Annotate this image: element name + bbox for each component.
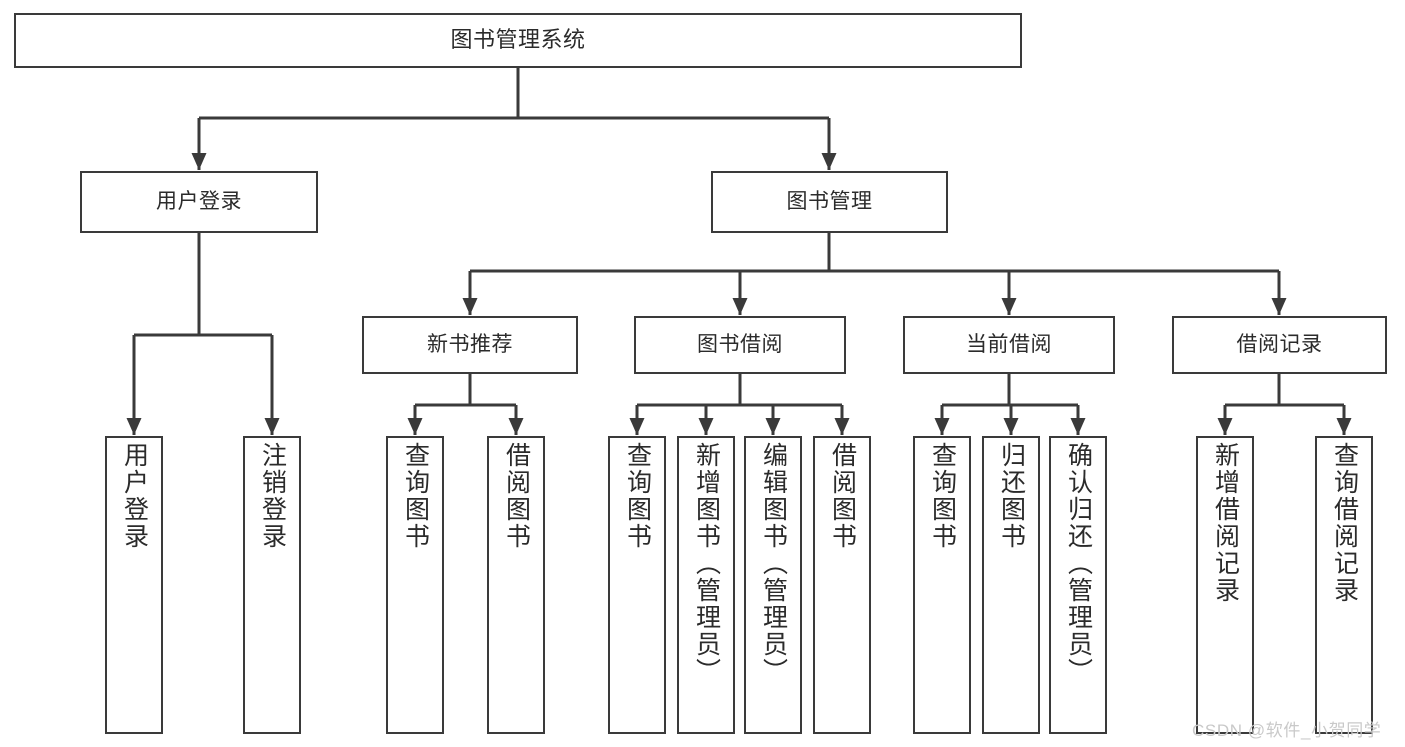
node-leaf-query-book-3[interactable]: 查询图书: [913, 436, 971, 734]
node-label: 查询图书: [401, 442, 430, 550]
arrowhead-icon: [1336, 418, 1352, 435]
arrowhead-icon: [407, 418, 423, 435]
node-leaf-confirm-return[interactable]: 确认归还（管理员）: [1049, 436, 1107, 734]
node-leaf-query-book-1[interactable]: 查询图书: [386, 436, 444, 734]
node-label: 查询借阅记录: [1330, 442, 1359, 604]
arrowhead-icon: [821, 153, 837, 170]
node-label: 用户登录: [156, 190, 242, 214]
node-leaf-add-book[interactable]: 新增图书（管理员）: [677, 436, 735, 734]
node-label: 借阅图书: [828, 442, 857, 550]
node-label: 当前借阅: [966, 333, 1052, 357]
arrowhead-icon: [264, 418, 280, 435]
arrowhead-icon: [1003, 418, 1019, 435]
node-current-borrow[interactable]: 当前借阅: [903, 316, 1115, 374]
arrowhead-icon: [508, 418, 524, 435]
node-book-manage[interactable]: 图书管理: [711, 171, 948, 233]
arrowhead-icon: [1271, 298, 1287, 315]
node-label: 查询图书: [623, 442, 652, 550]
node-book-borrow[interactable]: 图书借阅: [634, 316, 846, 374]
node-leaf-return-book[interactable]: 归还图书: [982, 436, 1040, 734]
arrowhead-icon: [698, 418, 714, 435]
node-label: 图书借阅: [697, 333, 783, 357]
node-leaf-user-logout[interactable]: 注销登录: [243, 436, 301, 734]
node-borrow-record[interactable]: 借阅记录: [1172, 316, 1387, 374]
arrowhead-icon: [834, 418, 850, 435]
arrowhead-icon: [1001, 298, 1017, 315]
node-label: 图书管理: [786, 190, 873, 214]
arrowhead-icon: [732, 298, 748, 315]
arrowhead-icon: [191, 153, 207, 170]
node-label: 用户登录: [120, 442, 149, 550]
node-label: 查询图书: [928, 442, 957, 550]
watermark-text: CSDN @软件_小贺同学: [1192, 721, 1382, 740]
node-leaf-query-book-2[interactable]: 查询图书: [608, 436, 666, 734]
node-label: 确认归还（管理员）: [1064, 442, 1093, 685]
node-leaf-add-record[interactable]: 新增借阅记录: [1196, 436, 1254, 734]
node-label: 注销登录: [258, 442, 287, 550]
node-leaf-borrow-book-2[interactable]: 借阅图书: [813, 436, 871, 734]
arrowhead-icon: [462, 298, 478, 315]
arrowhead-icon: [1070, 418, 1086, 435]
arrowhead-icon: [1217, 418, 1233, 435]
node-label: 编辑图书（管理员）: [759, 442, 788, 685]
node-leaf-query-record[interactable]: 查询借阅记录: [1315, 436, 1373, 734]
arrowhead-icon: [126, 418, 142, 435]
node-label: 借阅记录: [1236, 333, 1323, 357]
node-label: 新增借阅记录: [1211, 442, 1240, 604]
node-label: 新增图书（管理员）: [692, 442, 721, 685]
node-leaf-edit-book[interactable]: 编辑图书（管理员）: [744, 436, 802, 734]
node-new-book-rec[interactable]: 新书推荐: [362, 316, 578, 374]
node-label: 归还图书: [997, 442, 1026, 550]
node-user-login[interactable]: 用户登录: [80, 171, 318, 233]
arrowhead-icon: [765, 418, 781, 435]
node-root[interactable]: 图书管理系统: [14, 13, 1022, 68]
node-leaf-user-login[interactable]: 用户登录: [105, 436, 163, 734]
node-label: 图书管理系统: [450, 27, 586, 53]
node-label: 新书推荐: [427, 333, 513, 357]
node-leaf-borrow-book-1[interactable]: 借阅图书: [487, 436, 545, 734]
arrowhead-icon: [629, 418, 645, 435]
node-label: 借阅图书: [502, 442, 531, 550]
arrowhead-icon: [934, 418, 950, 435]
